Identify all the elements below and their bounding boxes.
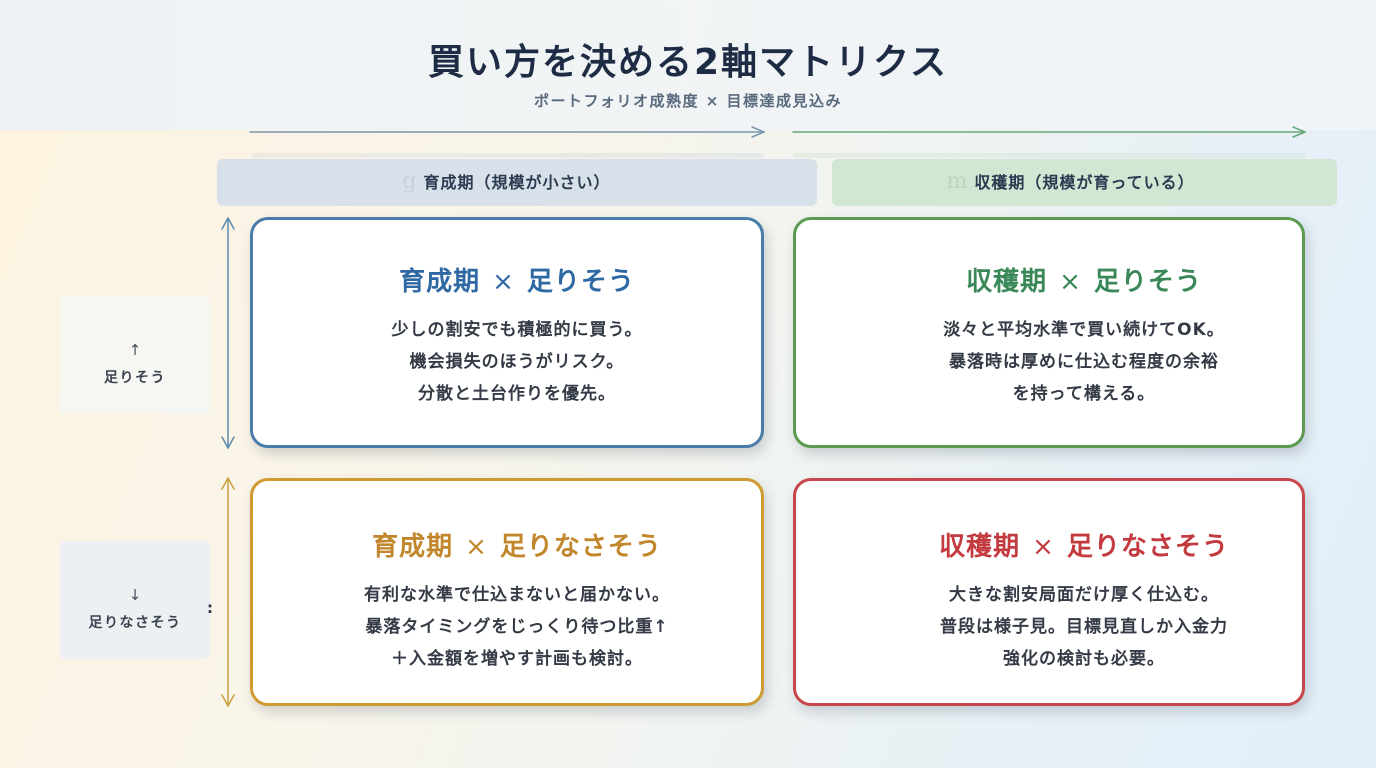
- not-enough-row-arrow: [221, 477, 235, 707]
- arrow-shadow-strip-right: [793, 153, 1305, 158]
- card-body: 大きな割安局面だけ厚く仕込む。 普段は様子見。目標見直しか入金力 強化の検討も必…: [866, 579, 1302, 675]
- card-body-line: 淡々と平均水準で買い続けてOK。: [943, 320, 1225, 340]
- card-title-phase: 育成期: [372, 532, 454, 562]
- card-body: 少しの割安でも積極的に買う。 機会損失のほうがリスク。 分散と土台作りを優先。: [273, 314, 761, 410]
- card-title-outlook: 足りなさそう: [1066, 532, 1229, 562]
- card-title: 収穫期 × 足りそう: [866, 265, 1302, 299]
- enough-row-arrow: [221, 217, 235, 449]
- card-body-line: を持って構える。: [1012, 384, 1156, 404]
- card-body-line: 暴落タイミングをじっくり待つ比重↑: [365, 617, 669, 637]
- card-title: 育成期 × 足りなさそう: [273, 530, 761, 564]
- column-header-label: g 育成期（規模が小さい）: [402, 169, 611, 194]
- card-title-times: ×: [1059, 267, 1082, 297]
- row-label-not-enough: ↓ 足りなさそう: [60, 541, 210, 659]
- card-title: 育成期 × 足りそう: [273, 265, 761, 299]
- card-body-line: 暴落時は厚めに仕込む程度の余裕: [949, 352, 1219, 372]
- card-title-outlook: 足りなさそう: [499, 532, 662, 562]
- card-title-outlook: 足りそう: [1093, 267, 1202, 297]
- card-body-line: 普段は様子見。目標見直しか入金力: [940, 617, 1228, 637]
- card-body-line: 少しの割安でも積極的に買う。: [391, 320, 643, 340]
- card-title-times: ×: [492, 267, 515, 297]
- card-title-phase: 収穫期: [966, 267, 1048, 297]
- header-band: [0, 0, 1376, 130]
- card-title-times: ×: [465, 532, 488, 562]
- card-title-outlook: 足りそう: [526, 267, 635, 297]
- row-label-enough: ↑ 足りそう: [60, 296, 210, 414]
- row-label-text: 足りそう: [104, 370, 166, 386]
- card-body-line: 機会損失のほうがリスク。: [409, 352, 625, 372]
- card-growth-enough: 育成期 × 足りそう 少しの割安でも積極的に買う。 機会損失のほうがリスク。 分…: [250, 217, 764, 448]
- ghost-glyph: m: [946, 168, 969, 194]
- column-header-harvest: m 収穫期（規模が育っている）: [832, 159, 1337, 206]
- stray-colon-mark: :: [207, 599, 213, 617]
- card-title-times: ×: [1032, 532, 1055, 562]
- page-title: 買い方を決める2軸マトリクス: [428, 42, 948, 83]
- card-body-line: 分散と土台作りを優先。: [418, 384, 616, 404]
- row-label-text: 足りなさそう: [88, 615, 182, 631]
- card-body: 淡々と平均水準で買い続けてOK。 暴落時は厚めに仕込む程度の余裕 を持って構える…: [866, 314, 1302, 410]
- card-harvest-enough: 収穫期 × 足りそう 淡々と平均水準で買い続けてOK。 暴落時は厚めに仕込む程度…: [793, 217, 1305, 448]
- arrow-shadow-strip-left: [252, 153, 764, 158]
- card-title-phase: 育成期: [399, 267, 481, 297]
- card-harvest-not-enough: 収穫期 × 足りなさそう 大きな割安局面だけ厚く仕込む。 普段は様子見。目標見直…: [793, 478, 1305, 706]
- card-body-line: ＋入金額を増やす計画も検討。: [391, 649, 643, 669]
- card-body-line: 大きな割安局面だけ厚く仕込む。: [949, 585, 1219, 605]
- column-header-growth: g 育成期（規模が小さい）: [217, 159, 817, 206]
- up-arrow-icon: ↑: [128, 341, 142, 359]
- ghost-glyph: g: [402, 168, 418, 194]
- column-header-text: 収穫期（規模が育っている）: [974, 172, 1195, 192]
- column-header-label: m 収穫期（規模が育っている）: [947, 169, 1195, 194]
- card-body: 有利な水準で仕込まないと届かない。 暴落タイミングをじっくり待つ比重↑ ＋入金額…: [273, 579, 761, 675]
- page-subtitle: ポートフォリオ成熟度 × 目標達成見込み: [533, 92, 842, 110]
- card-title-phase: 収穫期: [939, 532, 1021, 562]
- down-arrow-icon: ↓: [128, 586, 142, 604]
- card-growth-not-enough: 育成期 × 足りなさそう 有利な水準で仕込まないと届かない。 暴落タイミングをじ…: [250, 478, 764, 706]
- card-body-line: 強化の検討も必要。: [1003, 649, 1165, 669]
- card-body-line: 有利な水準で仕込まないと届かない。: [364, 585, 670, 605]
- column-header-text: 育成期（規模が小さい）: [423, 172, 611, 192]
- card-title: 収穫期 × 足りなさそう: [866, 530, 1302, 564]
